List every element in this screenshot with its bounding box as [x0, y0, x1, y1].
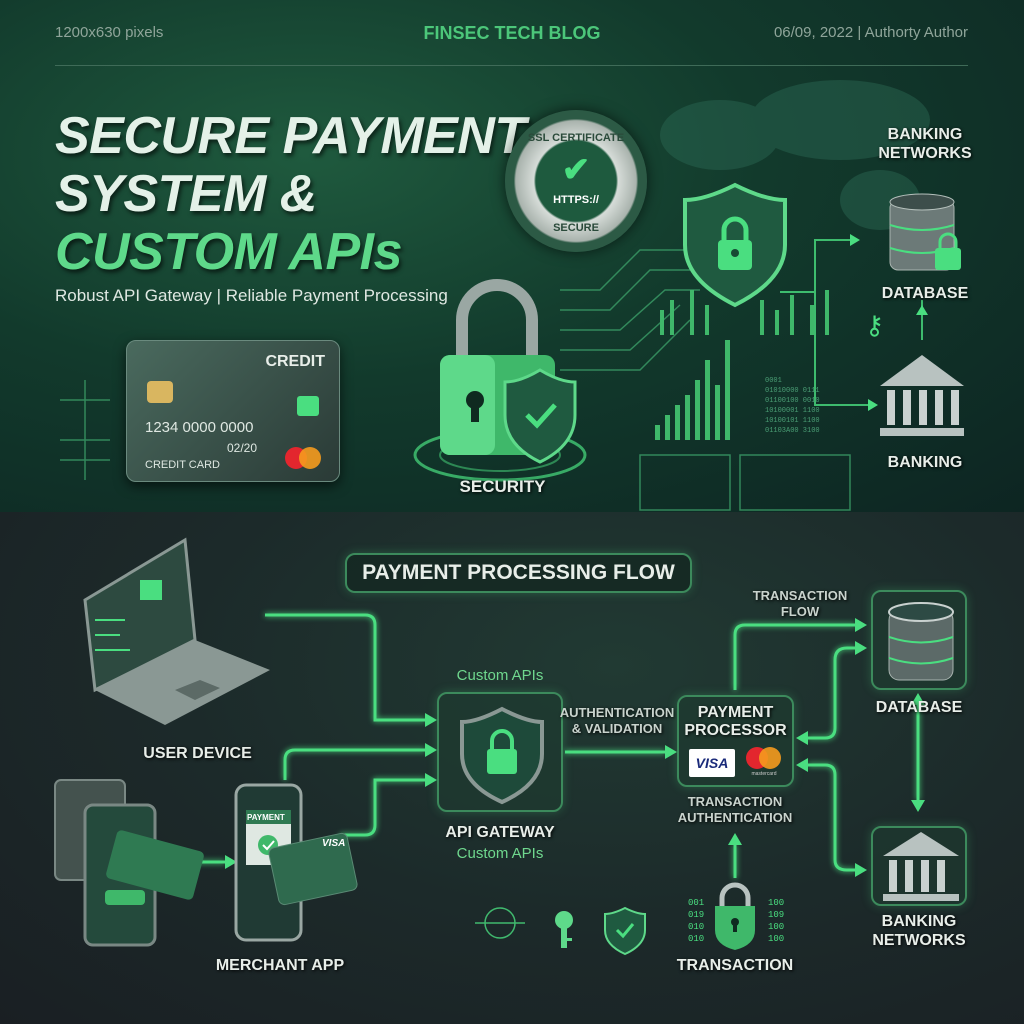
svg-text:100: 100	[768, 934, 784, 944]
title-line-1: SECURE PAYMENT	[55, 107, 526, 165]
tx-auth-label-2: AUTHENTICATION	[677, 810, 793, 825]
world-map-decoration: 0001 01010000 0111 01100100 0010 10100001 1…	[60, 80, 930, 511]
svg-text:01103A00 3100: 01103A00 3100	[765, 427, 820, 435]
card-number: 1234 0000 0000	[145, 419, 254, 436]
banking-networks-label-2: NETWORKS	[878, 145, 972, 162]
mastercard-text: mastercard	[751, 771, 777, 777]
credit-card: CREDIT 1234 0000 0000 02/20 CREDIT CARD	[126, 340, 340, 482]
auth-validation-label-2: & VALIDATION	[571, 721, 663, 736]
gateway-top-label: Custom APIs	[456, 667, 544, 684]
svg-text:01100100 0010: 01100100 0010	[765, 397, 820, 405]
card-brand: CREDIT	[265, 353, 325, 370]
database-icon	[888, 602, 954, 681]
payment-screen-label: PAYMENT	[247, 813, 285, 822]
shield-lock-icon	[460, 706, 544, 805]
transaction-label: TRANSACTION	[676, 957, 794, 974]
svg-text:0001: 0001	[765, 377, 782, 385]
database-icon	[889, 193, 961, 271]
ssl-badge-bottom: SECURE	[553, 222, 599, 234]
bank-icon	[883, 832, 959, 901]
bar-chart-decoration	[655, 290, 829, 440]
processor-label-2: PROCESSOR	[684, 722, 787, 739]
title-line-2: SYSTEM &	[55, 165, 317, 223]
encryption-icon	[475, 907, 525, 939]
ssl-badge-middle: HTTPS://	[553, 194, 599, 206]
mastercard-logo-right	[299, 447, 321, 469]
transaction-lock-icon	[715, 882, 755, 950]
padlock-security-icon	[413, 279, 587, 482]
processor-label-1: PAYMENT	[697, 704, 774, 721]
subtitle: Robust API Gateway | Reliable Payment Pr…	[55, 286, 448, 305]
tx-flow-label-2: FLOW	[780, 604, 820, 619]
payment-processor-box[interactable]: PAYMENT PROCESSOR VISA mastercard	[677, 695, 794, 787]
ssl-badge: SSL CERTIFICATE ✔ HTTPS:// SECURE	[505, 110, 647, 252]
security-label: SECURITY	[459, 477, 546, 496]
svg-text:109: 109	[768, 910, 784, 920]
lock-icon	[297, 396, 319, 416]
flow-title: PAYMENT PROCESSING FLOW	[345, 553, 692, 593]
api-gateway-box[interactable]	[437, 692, 563, 812]
size-note: 1200x630 pixels	[55, 24, 164, 41]
auth-validation-label-1: AUTHENTICATION	[559, 705, 675, 720]
blog-name: FINSEC TECH BLOG	[423, 23, 601, 43]
user-device-label: USER DEVICE	[143, 745, 252, 762]
svg-text:010: 010	[688, 922, 704, 932]
mastercard-logo-right	[759, 747, 781, 769]
svg-text:001: 001	[688, 898, 704, 908]
card-label: CREDIT CARD	[145, 459, 220, 471]
svg-text:10100001 1100: 10100001 1100	[765, 407, 820, 415]
header-divider	[55, 65, 968, 66]
database-label: DATABASE	[881, 285, 969, 302]
banking-networks-label-2: NETWORKS	[872, 932, 966, 949]
svg-text:10100101 1100: 10100101 1100	[765, 417, 820, 425]
banking-networks-label-1: BANKING	[887, 126, 963, 143]
chip-icon	[147, 381, 173, 403]
ssl-badge-top: SSL CERTIFICATE	[527, 132, 625, 144]
svg-text:01010000 0111: 01010000 0111	[765, 387, 820, 395]
database-label: DATABASE	[875, 699, 963, 716]
title-line-3: CUSTOM APIs	[55, 223, 403, 281]
key-icon: ⚷	[865, 310, 885, 340]
byline: 06/09, 2022 | Authorty Author	[773, 24, 968, 41]
svg-text:100: 100	[768, 922, 784, 932]
svg-text:100: 100	[768, 898, 784, 908]
merchant-app-label: MERCHANT APP	[215, 957, 345, 974]
api-gateway-label: API GATEWAY	[445, 824, 555, 841]
svg-text:010: 010	[688, 934, 704, 944]
banking-networks-box[interactable]	[871, 826, 967, 906]
tx-auth-label-1: TRANSACTION	[687, 794, 783, 809]
banking-networks-label-1: BANKING	[881, 913, 957, 930]
key-icon	[555, 911, 573, 948]
card-expiry: 02/20	[227, 441, 258, 455]
card-brand-visa: VISA	[322, 838, 346, 849]
shield-lock-icon	[683, 182, 787, 308]
tx-flow-label-1: TRANSACTION	[752, 588, 848, 603]
check-icon: ✔	[561, 151, 591, 189]
bank-icon	[880, 355, 964, 436]
shield-check-icon	[604, 906, 646, 956]
database-box[interactable]	[871, 590, 967, 690]
banking-label: BANKING	[887, 454, 963, 471]
gateway-sub-label: Custom APIs	[456, 845, 544, 862]
visa-logo: VISA	[689, 749, 735, 777]
svg-text:019: 019	[688, 910, 704, 920]
